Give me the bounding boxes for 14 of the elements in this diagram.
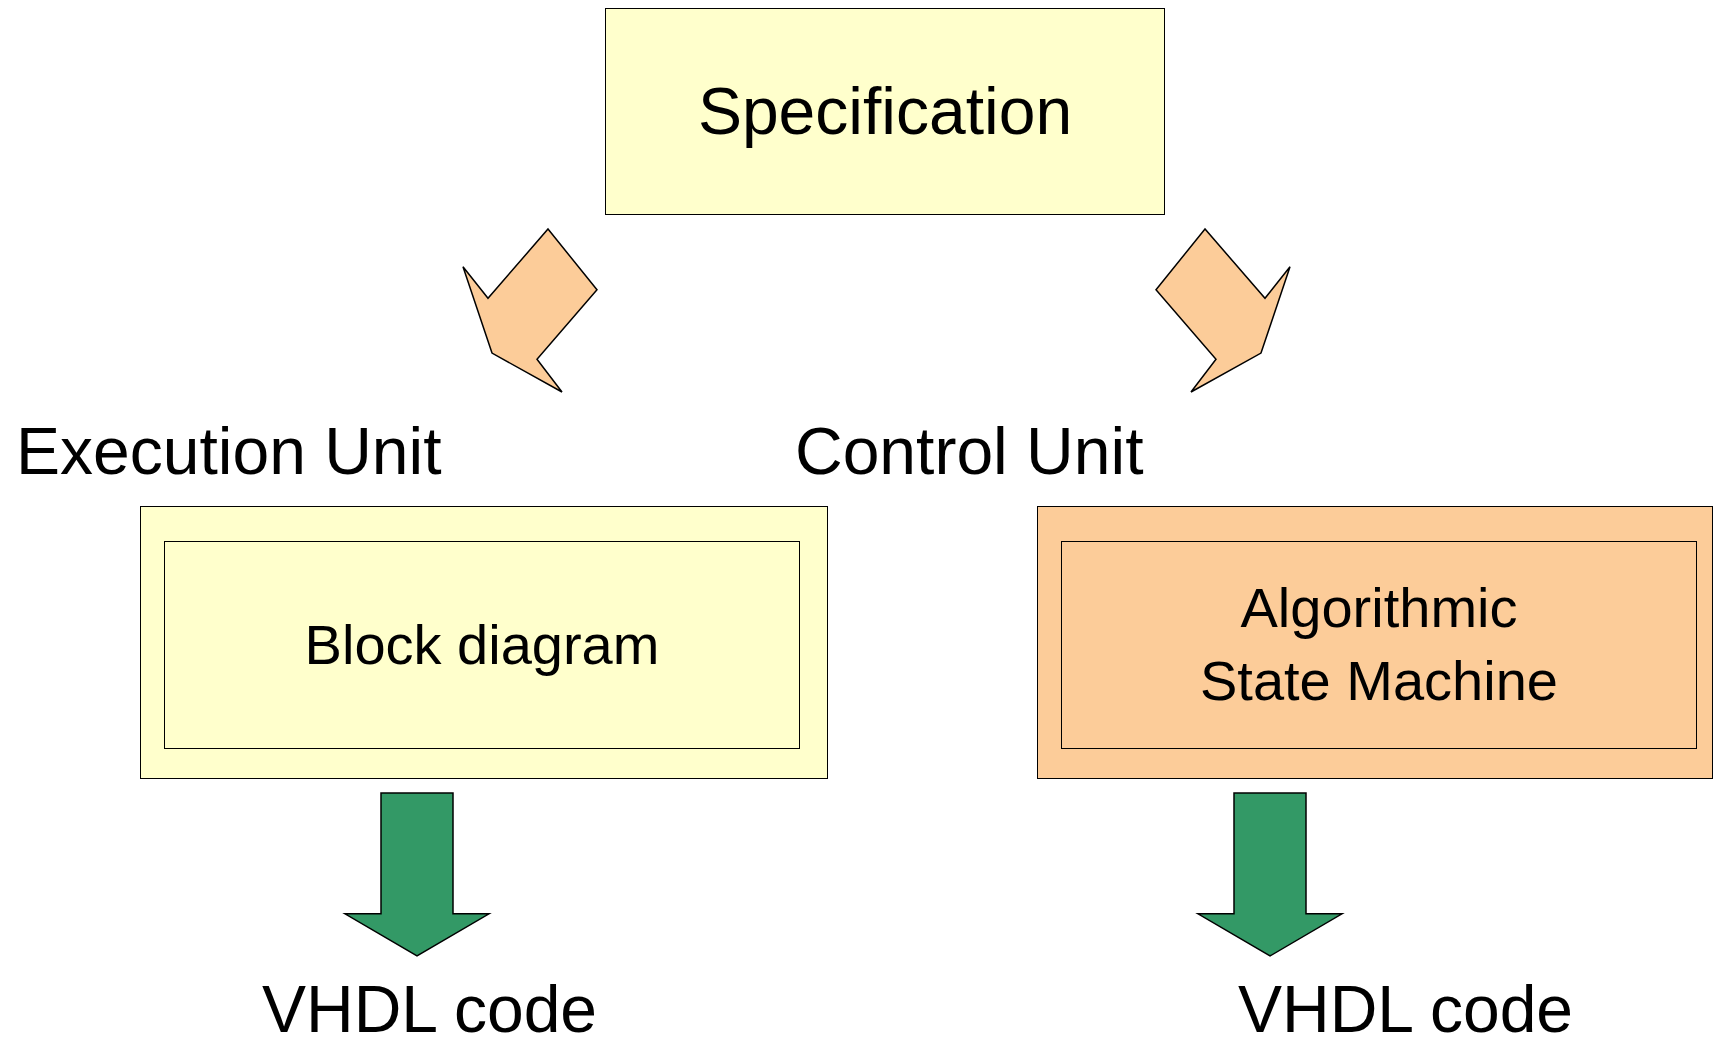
block-arrow	[1195, 792, 1345, 957]
block-arrow	[462, 227, 598, 393]
process-box	[164, 541, 800, 749]
box-label: Algorithmic State Machine	[1199, 575, 1559, 714]
process-box	[605, 8, 1165, 215]
box-label: Specification	[697, 72, 1073, 150]
block-arrow	[1155, 227, 1291, 393]
box-label: Block diagram	[304, 611, 660, 678]
section-heading: Control Unit	[795, 413, 1144, 490]
output-text: VHDL code	[1238, 976, 1574, 1042]
block-arrow	[342, 792, 492, 957]
section-heading: Execution Unit	[16, 413, 442, 490]
process-box	[1061, 541, 1697, 749]
output-text: VHDL code	[262, 976, 598, 1042]
